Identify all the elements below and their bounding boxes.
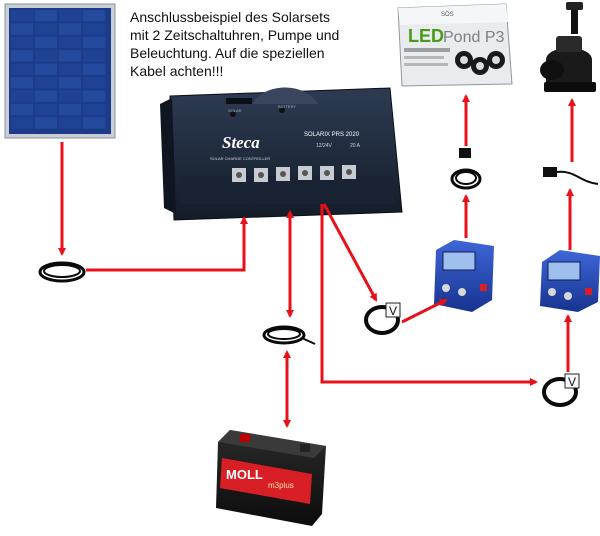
controller-voltage: 12/24V — [316, 143, 333, 149]
controller-current: 20 A — [350, 143, 361, 149]
solar-cell — [11, 50, 33, 62]
solar-cell — [83, 90, 105, 102]
caption-line-2: mit 2 Zeitschaltuhren, Pumpe und — [130, 27, 340, 43]
caption-line-4: Kabel achten!!! — [130, 63, 224, 79]
solar-cell — [59, 36, 81, 49]
solar-cell — [83, 63, 105, 75]
solar-cell — [11, 63, 33, 75]
led-box-brand: SÖS — [441, 11, 454, 18]
wiring-arrows — [58, 94, 576, 428]
solar-cell — [59, 23, 81, 35]
solar-cell — [59, 77, 81, 89]
solar-cell — [83, 117, 105, 129]
solar-cell — [59, 50, 81, 62]
solar-cell — [35, 10, 57, 22]
solar-cell — [11, 10, 33, 22]
solar-cell — [35, 50, 57, 62]
cable-coil-led — [450, 148, 482, 190]
arrow-coil-to-controller — [86, 216, 248, 272]
battery-brand: MOLL — [226, 467, 263, 482]
solar-cell — [59, 117, 81, 129]
cable-pump — [543, 167, 599, 185]
solar-cell — [59, 10, 81, 22]
solar-panel — [4, 3, 116, 139]
solar-cell — [35, 63, 57, 75]
solar-cell — [59, 90, 81, 102]
pond-pump — [540, 2, 596, 92]
battery-subbrand: m3plus — [268, 481, 294, 490]
terminal-block — [232, 165, 356, 182]
solar-cell — [35, 117, 57, 129]
solar-cell — [83, 10, 105, 22]
y-cable-1: V — [364, 302, 401, 335]
solar-cell — [59, 63, 81, 75]
timer-1 — [434, 240, 494, 312]
solar-cell — [59, 103, 81, 116]
y-cable-1-badge: V — [389, 304, 397, 318]
solar-cell — [35, 103, 57, 116]
caption: Anschlussbeispiel des Solarsets mit 2 Ze… — [130, 8, 390, 80]
y-cable-2: V — [542, 373, 580, 407]
solar-cell — [35, 36, 57, 49]
solar-cell — [35, 77, 57, 89]
led-pond-box: SÖS LED Pond P3 — [397, 3, 513, 87]
led-box-name-pond: Pond P3 — [443, 29, 504, 46]
controller-subtitle: SOLAR CHARGE CONTROLLER — [210, 156, 270, 161]
solar-cell — [11, 36, 33, 49]
solar-cell — [11, 103, 33, 116]
solar-cell — [11, 117, 33, 129]
arrow-controller-y1 — [322, 203, 378, 302]
timer-2 — [540, 250, 600, 312]
solar-cell — [11, 90, 33, 102]
cable-coil-battery — [262, 325, 316, 345]
solar-cell — [83, 77, 105, 89]
solar-cell — [83, 50, 105, 62]
led-box-name-led: LED — [408, 26, 444, 46]
caption-line-1: Anschlussbeispiel des Solarsets — [130, 9, 330, 25]
solar-cell — [35, 23, 57, 35]
controller-label-battery: BATTERY — [278, 104, 296, 109]
arrow-controller-y2 — [320, 204, 538, 386]
controller-model: SOLARIX PRS 2020 — [304, 132, 360, 138]
controller-label-solar: SOLAR — [228, 108, 242, 113]
solar-cells — [11, 10, 105, 129]
solar-cell — [11, 77, 33, 89]
solar-cell — [11, 23, 33, 35]
controller-brand: Steca — [222, 133, 260, 152]
charge-controller: Steca SOLARIX PRS 2020 SOLAR CHARGE CONT… — [160, 87, 403, 221]
solar-cell — [83, 103, 105, 116]
solar-cell — [83, 23, 105, 35]
y-cable-2-badge: V — [568, 375, 576, 389]
cable-coil-panel — [38, 261, 86, 283]
arrow-y1-timer1 — [401, 298, 448, 324]
battery: MOLL m3plus — [216, 430, 326, 526]
caption-line-3: Beleuchtung. Auf die speziellen — [130, 45, 325, 61]
solar-cell — [35, 90, 57, 102]
solar-cell — [83, 36, 105, 49]
